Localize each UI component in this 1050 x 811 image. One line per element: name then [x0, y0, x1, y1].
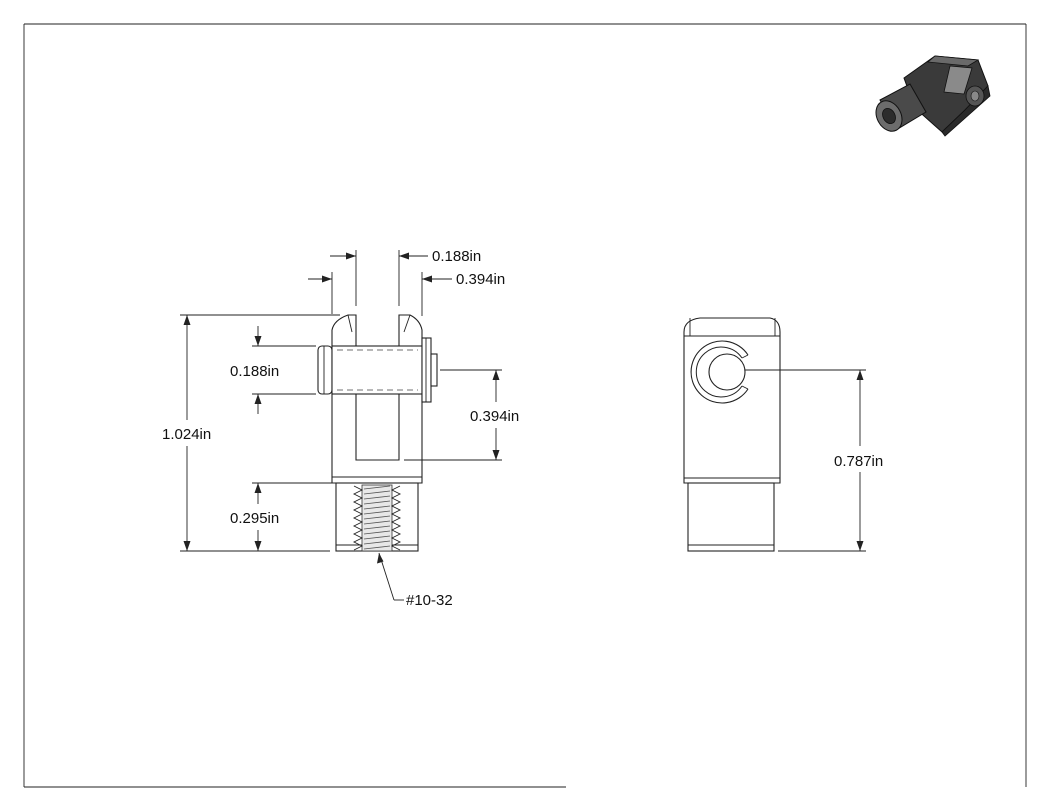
dim-pin-to-slot-bottom: 0.394in: [404, 369, 519, 461]
label-pin-to-slot-bottom: 0.394in: [470, 408, 519, 425]
dim-slot-width: 0.188in: [330, 248, 481, 306]
isometric-view: [875, 55, 991, 137]
label-clevis-width: 0.394in: [456, 271, 505, 288]
label-slot-width: 0.188in: [432, 248, 481, 265]
label-pin-diameter: 0.188in: [230, 363, 279, 380]
side-view: [683, 317, 781, 552]
label-thread-spec: #10-32: [406, 592, 453, 609]
dim-clevis-width: 0.394in: [308, 271, 505, 316]
retaining-clip: [690, 340, 749, 404]
dim-pin-diameter: 0.188in: [230, 326, 316, 414]
dim-pin-height: 0.787in: [745, 369, 883, 552]
label-thread-depth: 0.295in: [230, 510, 279, 527]
front-view: [317, 314, 438, 552]
dim-thread-depth: 0.295in: [230, 482, 336, 551]
label-overall-length: 1.024in: [162, 426, 211, 443]
label-pin-height: 0.787in: [834, 453, 883, 470]
thread-hatch: [352, 484, 402, 552]
sheet-border: [23, 23, 1027, 788]
dim-overall-length: 1.024in: [162, 314, 340, 552]
callout-thread: #10-32: [377, 552, 453, 609]
